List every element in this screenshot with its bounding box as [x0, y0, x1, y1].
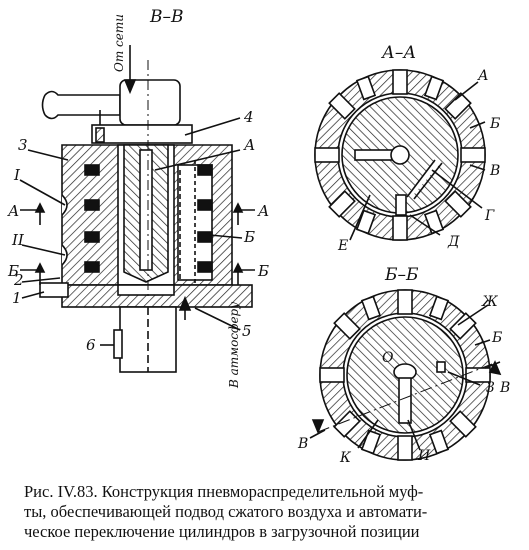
bb-label-B: Б	[491, 330, 502, 346]
label-6: 6	[86, 336, 96, 354]
label-B-vv: Б	[243, 228, 255, 246]
aa-label-B: Б	[489, 116, 500, 132]
aa-label-V: В	[489, 163, 500, 179]
label-II: II	[11, 231, 25, 249]
bb-label-V-right: В	[499, 380, 510, 396]
aa-label-A: А	[477, 68, 489, 84]
aa-label-E: Е	[337, 238, 348, 254]
view-vv-title: В–В	[149, 7, 184, 27]
aa-label-G: Г	[484, 208, 495, 224]
label-4: 4	[243, 108, 254, 126]
section-b-right-label: Б	[257, 262, 269, 280]
pneumatic-coupling-drawing: В–В От сети В атмосферу 3 I II 2 1 А Б А…	[7, 7, 510, 466]
bb-label-V-left: В	[297, 436, 308, 452]
label-2: 2	[13, 271, 24, 289]
label-A-vv: А	[243, 136, 255, 154]
from-network-label: От сети	[112, 14, 126, 72]
bb-label-Zh: Ж	[481, 294, 499, 310]
section-a-right-label: А	[257, 202, 269, 220]
figure-caption: Рис. IV.83. Конструкция пневмораспредели…	[24, 482, 514, 542]
section-vv	[19, 45, 255, 373]
label-I: I	[13, 166, 21, 184]
bb-label-I: И	[417, 448, 431, 464]
view-bb-title: Б–Б	[384, 265, 419, 285]
label-5: 5	[242, 322, 252, 340]
label-1: 1	[12, 289, 22, 307]
caption-line-1: Рис. IV.83. Конструкция пневмораспредели…	[24, 482, 424, 501]
section-b-left-label: Б	[7, 262, 19, 280]
section-bb	[309, 289, 502, 461]
bb-label-K: К	[339, 450, 352, 466]
section-aa	[314, 69, 486, 241]
bb-label-O: О	[382, 350, 394, 366]
section-a-left-label: А	[7, 202, 19, 220]
aa-label-D: Д	[447, 234, 460, 250]
view-aa-title: А–А	[381, 43, 416, 63]
caption-line-3: ческое переключение цилиндров в загрузоч…	[24, 522, 420, 541]
label-3: 3	[18, 136, 28, 154]
caption-line-2: ты, обеспечивающей подвод сжатого воздух…	[24, 502, 428, 521]
bb-label-3: 3	[486, 380, 495, 396]
to-atmosphere-label: В атмосферу	[227, 302, 241, 389]
